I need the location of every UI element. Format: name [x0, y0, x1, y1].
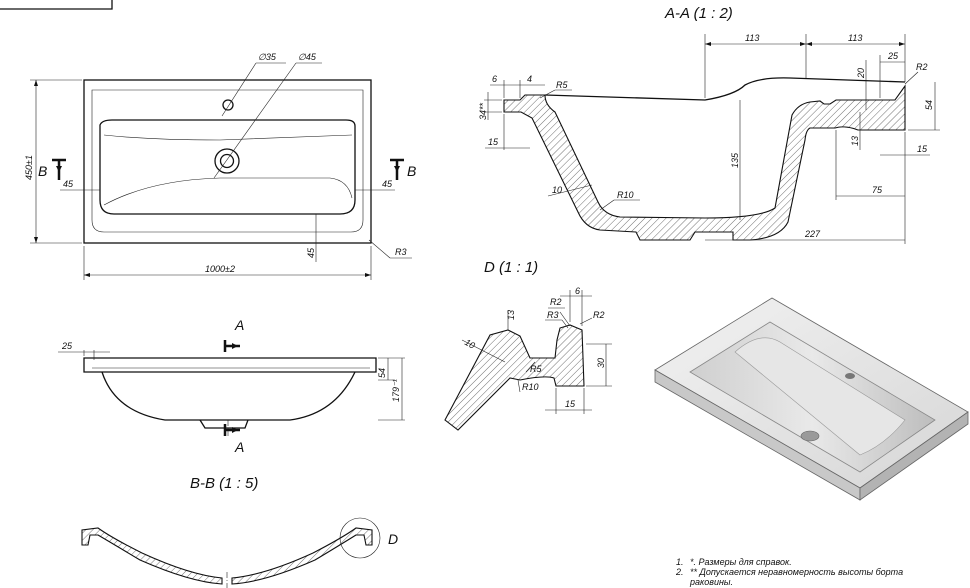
detail-d-view: 6 R2 R3 R2 13 10 R5 30 R10 15 [444, 286, 612, 431]
dim-d-30: 30 [596, 358, 606, 368]
dim-aa-r5: R5 [556, 80, 568, 90]
dim-d-r2b: R2 [593, 310, 605, 320]
dim-d-r5: R5 [530, 364, 542, 374]
plan-view: ∅35 ∅45 1000±2 450±1 45 45 45 R3 B B [24, 52, 416, 280]
marker-a-top: A [234, 317, 244, 333]
dim-aa-10: 10 [552, 185, 562, 195]
note-2-cont: раковины. [689, 577, 733, 587]
note-2-text: ** Допускается неравномерность высоты бо… [690, 567, 903, 577]
isometric-view [654, 297, 969, 501]
dim-d45: ∅45 [298, 52, 317, 62]
marker-a-bottom: A [234, 439, 244, 455]
dim-side-179: 179⁻¹ [391, 379, 401, 402]
detail-d-title: D (1 : 1) [484, 259, 538, 276]
dim-d-10: 10 [463, 337, 477, 351]
dim-aa-25: 25 [887, 51, 899, 61]
dim-d-r2a: R2 [550, 297, 562, 307]
marker-b-right: B [407, 163, 416, 179]
dim-side-54: 54 [377, 368, 387, 378]
dim-d35: ∅35 [258, 52, 277, 62]
dim-aa-75: 75 [872, 185, 883, 195]
dim-d-13: 13 [506, 310, 516, 320]
iso-drain [800, 430, 820, 442]
dim-width: 1000±2 [205, 264, 235, 274]
dim-aa-15b: 15 [917, 144, 928, 154]
dim-aa-113a: 113 [745, 33, 759, 43]
side-view: A A 25 54 179⁻¹ [58, 317, 405, 455]
drain-inner [219, 153, 235, 169]
dim-height: 450±1 [24, 155, 34, 180]
note-1-num: 1. [676, 557, 684, 567]
drain-outer [214, 148, 240, 174]
dim-left-45: 45 [63, 179, 74, 189]
section-bb-view: D [81, 517, 398, 588]
dim-d-6: 6 [575, 286, 580, 296]
dim-aa-135: 135 [730, 152, 740, 168]
dim-aa-34: 34** [478, 102, 488, 120]
dim-r3: R3 [395, 247, 407, 257]
dim-aa-4: 4 [527, 74, 532, 84]
dim-bottom-45: 45 [306, 247, 316, 258]
dim-side-25: 25 [61, 341, 73, 351]
marker-b-left: B [38, 163, 47, 179]
section-aa-title: A-A (1 : 2) [664, 5, 733, 22]
dim-right-45: 45 [382, 179, 393, 189]
dim-aa-20: 20 [856, 68, 866, 79]
note-1-text: *. Размеры для справок. [690, 557, 792, 567]
faucet-hole [222, 99, 234, 111]
marker-d: D [388, 531, 398, 547]
dim-aa-r2: R2 [916, 62, 928, 72]
note-2-num: 2. [675, 567, 684, 577]
notes: 1. *. Размеры для справок. 2. ** Допуска… [675, 557, 903, 587]
dim-aa-13: 13 [850, 136, 860, 146]
dim-aa-15a: 15 [488, 137, 499, 147]
title-block-corner [0, 0, 113, 10]
dim-aa-6: 6 [492, 74, 497, 84]
section-bb-title: B-B (1 : 5) [190, 475, 258, 492]
dim-aa-113b: 113 [848, 33, 862, 43]
dim-aa-54: 54 [924, 100, 934, 110]
dim-d-r10: R10 [522, 382, 539, 392]
dim-aa-227: 227 [804, 229, 821, 239]
dim-aa-r10: R10 [617, 190, 634, 200]
dim-d-r3: R3 [547, 310, 559, 320]
iso-faucet-hole [845, 373, 855, 379]
dim-d-15: 15 [565, 399, 576, 409]
section-aa-view: 113 113 25 20 R2 54 13 15 6 4 R5 34** 15… [478, 33, 940, 244]
